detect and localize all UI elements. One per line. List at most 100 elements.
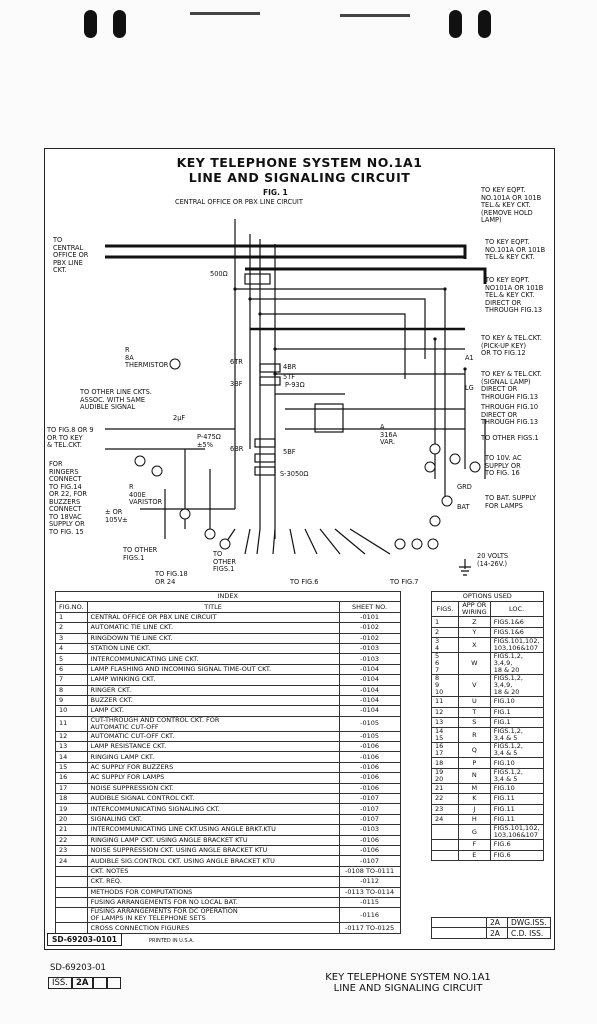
ac-supply-label: TO 10V. AC SUPPLY OR TO FIG. 16 bbox=[485, 454, 522, 477]
index-col-fig: FIG.NO. bbox=[55, 601, 88, 613]
index-title: NOISE SUPPRESSION CKT. bbox=[86, 782, 340, 795]
index-sheet-no: -0112 bbox=[338, 876, 401, 888]
index-fig-no bbox=[55, 876, 88, 888]
index-title: NOISE SUPPRESSION CKT. USING ANGLE BRACK… bbox=[86, 844, 340, 857]
index-title: RINGING LAMP CKT. USING ANGLE BRACKET KT… bbox=[86, 834, 340, 847]
index-fig-no bbox=[55, 922, 88, 934]
index-title: LAMP FLASHING AND INCOMING SIGNAL TIME-O… bbox=[86, 663, 340, 676]
options-figs: 8 9 10 bbox=[431, 674, 459, 698]
index-heading: INDEX bbox=[55, 590, 401, 603]
index-title: INTERCOMMUNICATING LINE CKT.USING ANGLE … bbox=[86, 824, 340, 836]
index-title: CENTRAL OFFICE OR PBX LINE CIRCUIT bbox=[86, 611, 340, 624]
options-loc: FIG.6 bbox=[489, 849, 544, 862]
binder-hole bbox=[478, 10, 491, 38]
relay-6br-label: 6BR bbox=[230, 445, 244, 453]
index-sheet-no: -0107 bbox=[338, 803, 401, 815]
options-figs: 24 bbox=[431, 813, 459, 826]
index-title: RINGER CKT. bbox=[86, 684, 340, 696]
options-loc: FIGS.101,102, 103,106&107 bbox=[489, 637, 544, 654]
options-loc: FIGS.1&6 bbox=[489, 626, 544, 639]
index-sheet-no: -0103 bbox=[338, 653, 401, 665]
cap-2uf-label: 2μF bbox=[173, 414, 186, 422]
index-title: RINGDOWN TIE LINE CKT. bbox=[86, 632, 340, 644]
ringers-label: FOR RINGERS CONNECT TO FIG.14 OR 22, FOR… bbox=[49, 460, 88, 536]
index-sheet-no: -0104 bbox=[338, 674, 401, 686]
options-wiring: W bbox=[458, 652, 491, 676]
index-fig-no: 15 bbox=[55, 761, 88, 774]
options-wiring: T bbox=[458, 706, 491, 718]
co-line-label: TO CENTRAL OFFICE OR PBX LINE CKT. bbox=[53, 236, 89, 274]
a1-label: A1 bbox=[465, 354, 474, 362]
index-title: CUT-THROUGH AND CONTROL CKT. FOR AUTOMAT… bbox=[86, 715, 340, 732]
options-loc: FIGS.1,2, 3,4 & 5 bbox=[489, 742, 544, 759]
res-93-label: P-93Ω bbox=[285, 381, 305, 389]
index-sheet-no: -0106 bbox=[338, 844, 401, 857]
top-scribble bbox=[190, 12, 260, 15]
issue-table: 2A DWG.ISS. 2A C.D. ISS. bbox=[431, 916, 551, 939]
index-title: BUZZER CKT. bbox=[86, 694, 340, 707]
index-title: CKT. NOTES bbox=[86, 865, 340, 878]
fig10-label: THROUGH FIG.10 DIRECT OR THROUGH FIG.13 bbox=[481, 403, 539, 426]
index-fig-no: 5 bbox=[55, 653, 88, 665]
options-wiring: X bbox=[458, 637, 491, 654]
index-sheet-no: -0107 bbox=[338, 813, 401, 826]
index-sheet-no: -0106 bbox=[338, 761, 401, 774]
relay-4br-label: 4BR bbox=[283, 363, 297, 371]
options-figs: 1 bbox=[431, 616, 459, 628]
index-fig-no bbox=[55, 896, 88, 909]
index-sheet-no: -0106 bbox=[338, 772, 401, 784]
options-figs: 12 bbox=[431, 706, 459, 718]
other-figs-b-label: TO OTHER FIGS.1 bbox=[213, 550, 236, 573]
options-col-figs: FIGS. bbox=[431, 601, 459, 618]
index-row: CKT. REQ.-0112 bbox=[55, 876, 401, 888]
options-loc: FIG.10 bbox=[489, 782, 544, 795]
index-sheet-no: -0102 bbox=[338, 622, 401, 634]
index-sheet-no: -0106 bbox=[338, 741, 401, 753]
printed-label: PRINTED IN U.S.A. bbox=[149, 938, 195, 944]
footer-iss-empty bbox=[106, 977, 121, 989]
key-tel-signal-label: TO KEY & TEL.CKT. (SIGNAL LAMP) DIRECT O… bbox=[481, 370, 542, 401]
options-loc: FIGS.101,102, 103,106&107 bbox=[489, 824, 544, 841]
index-sheet-no: -0107 bbox=[338, 855, 401, 867]
options-wiring: S bbox=[458, 716, 491, 729]
options-figs: 18 bbox=[431, 757, 459, 769]
options-loc: FIG.10 bbox=[489, 757, 544, 769]
footer-iss-label: ISS. bbox=[48, 977, 72, 989]
fig18-label: TO FIG.18 OR 24 bbox=[155, 570, 188, 586]
index-title: AUTOMATIC TIE LINE CKT. bbox=[86, 622, 340, 634]
index-title: FUSING ARRANGEMENTS FOR NO LOCAL BAT. bbox=[86, 896, 340, 909]
index-col-sheet: SHEET NO. bbox=[338, 601, 401, 613]
index-fig-no: 13 bbox=[55, 741, 88, 753]
index-sheet-no: -0102 bbox=[338, 632, 401, 644]
footer-iss-value: 2A bbox=[72, 977, 93, 989]
options-figs: 14 15 bbox=[431, 727, 459, 744]
index-sheet-no: -0117 TO-0125 bbox=[338, 922, 401, 934]
index-title: CROSS CONNECTION FIGURES bbox=[86, 922, 340, 934]
options-wiring: E bbox=[458, 849, 491, 862]
options-wiring: Q bbox=[458, 742, 491, 759]
binder-hole bbox=[113, 10, 126, 38]
options-figs: 11 bbox=[431, 696, 459, 708]
relay-5bf-label: 5BF bbox=[283, 448, 296, 456]
index-title: INTERCOMMUNICATING SIGNALING CKT. bbox=[86, 803, 340, 815]
index-fig-no: 4 bbox=[55, 642, 88, 655]
index-fig-no: 19 bbox=[55, 803, 88, 815]
options-loc: FIGS.1,2, 3,4,9, 18 & 20 bbox=[489, 674, 544, 698]
index-col-title: TITLE bbox=[86, 601, 340, 613]
options-loc: FIGS.1,2, 3,4,9, 18 & 20 bbox=[489, 652, 544, 676]
key-eqpt-label-2: TO KEY EQPT. NO.101A OR 101B TEL.& KEY C… bbox=[485, 238, 546, 261]
